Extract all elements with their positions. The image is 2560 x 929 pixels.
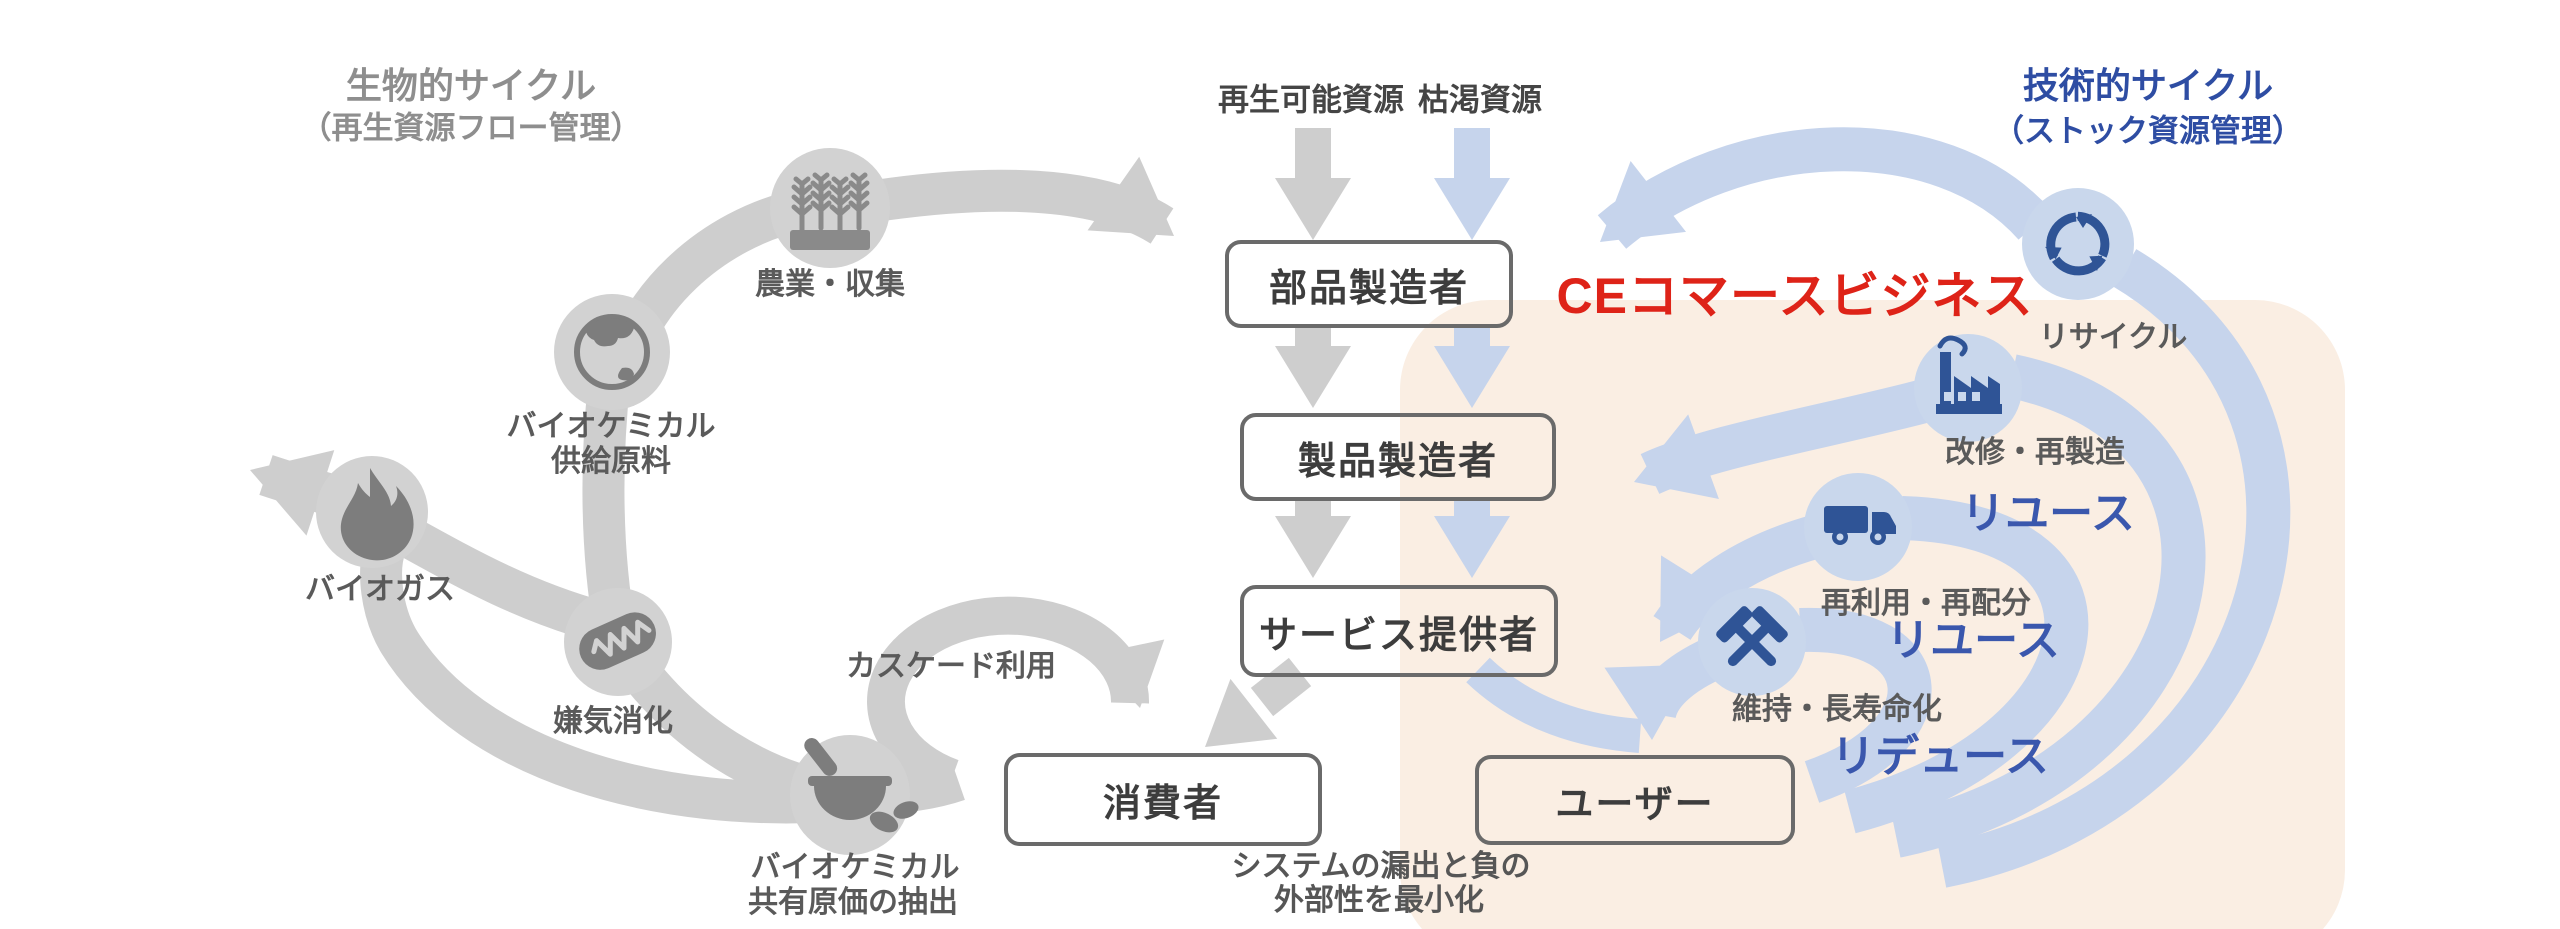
globe-icon <box>574 314 650 390</box>
leakage-note-line1: システムの漏出と負の <box>1231 850 1531 883</box>
globe-circle <box>554 294 670 410</box>
truck-icon <box>1824 506 1896 545</box>
agriculture-label: 農業・収集 <box>755 268 905 301</box>
renewable-resources-label: 再生可能資源 <box>1218 82 1404 118</box>
feedstock-label-line1: バイオケミカル <box>506 410 716 443</box>
mortar-pestle-icon <box>804 738 919 833</box>
reuse-upper-label: リユース <box>1961 489 2135 538</box>
biogas-label: バイオガス <box>305 573 455 606</box>
refurbish-loop-arc <box>1891 354 2206 858</box>
mortar-to-biogas-arc <box>360 537 848 824</box>
extraction-label-line1: バイオケミカル <box>750 851 960 884</box>
recycle-loop-arc <box>1937 249 2291 888</box>
wheat-arc-arrowhead <box>1087 156 1200 273</box>
anaerobic-digestion-label: 嫌気消化 <box>553 705 673 738</box>
flame-icon <box>340 468 414 561</box>
reduce-label: リデュース <box>1831 732 2049 781</box>
digestion-to-biogas-arc <box>389 513 606 643</box>
redistribute-loop-arc <box>1844 496 2089 834</box>
recycle-icon <box>2045 211 2110 276</box>
hammers-icon <box>1716 606 1788 667</box>
recycle-return-arc <box>1597 127 2052 249</box>
node-consumer: 消費者 <box>1004 753 1322 846</box>
maintain-label: 維持・長寿命化 <box>1732 693 1942 726</box>
parts-product-gray-head <box>1275 346 1351 408</box>
service-to-user-arc <box>1466 657 1642 753</box>
product-service-gray-head <box>1275 516 1351 578</box>
cascade-loop-arc <box>867 596 1150 796</box>
extraction-label-line2: 共有原価の抽出 <box>748 886 958 919</box>
cascade-use-label: カスケード利用 <box>846 650 1056 683</box>
feedstock-label-line2: 供給原料 <box>551 445 671 478</box>
tech-cycle-subtitle: （ストック資源管理） <box>1993 113 2303 149</box>
redistribute-label: 再利用・再配分 <box>1821 587 2031 620</box>
recycle-circle <box>2022 188 2134 300</box>
factory-icon <box>1936 335 2002 414</box>
wheat-icon <box>790 175 870 250</box>
finite-resources-label: 枯渇資源 <box>1418 82 1542 118</box>
node-product-manufacturer: 製品製造者 <box>1240 413 1556 501</box>
node-parts-manufacturer: 部品製造者 <box>1225 240 1513 328</box>
finite-arrowhead <box>1434 178 1510 240</box>
service-consumer-shaft <box>1250 657 1312 717</box>
node-service-provider: サービス提供者 <box>1240 585 1558 677</box>
reuse-lower-label: リユース <box>1886 616 2060 665</box>
tech-cycle-title: 技術的サイクル <box>2022 65 2274 106</box>
renewable-arrowhead <box>1275 178 1351 240</box>
node-user: ユーザー <box>1475 755 1795 845</box>
bio-cycle-title: 生物的サイクル <box>345 65 597 106</box>
ce-commerce-label: CEコマースビジネス <box>1556 268 2034 324</box>
refurbish-label: 改修・再製造 <box>1945 436 2125 469</box>
mitochondria-icon <box>579 612 656 670</box>
maintain-loop-arc <box>1799 607 1932 803</box>
leakage-note-line2: 外部性を最小化 <box>1274 884 1484 917</box>
bio-cycle-subtitle: （再生資源フロー管理） <box>300 110 642 146</box>
recycle-label: リサイクル <box>2038 321 2188 354</box>
